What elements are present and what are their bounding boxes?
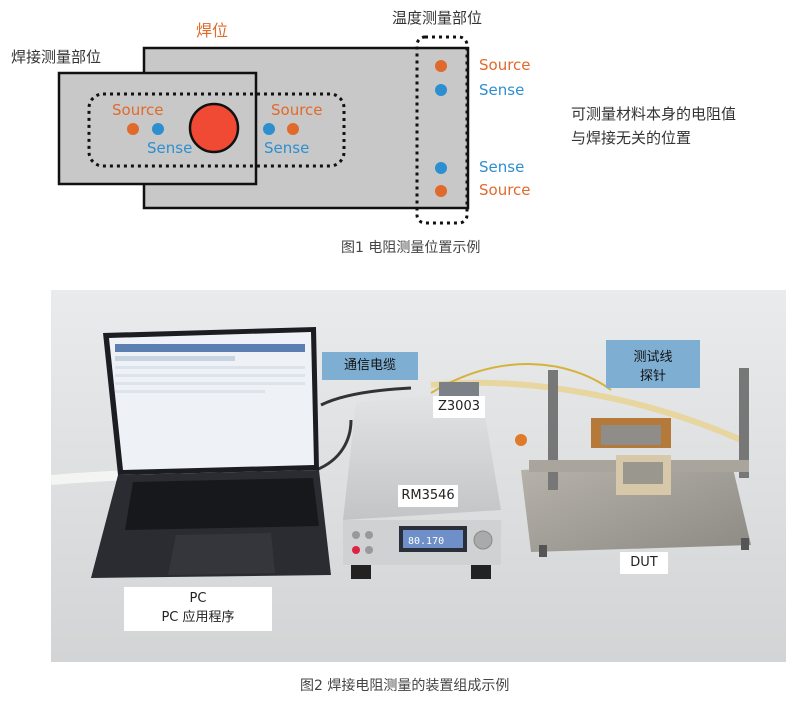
left-source-dot (127, 123, 139, 135)
meter-reading: 80.170 (408, 536, 444, 547)
tag-probe: 测试线 探针 (606, 340, 700, 388)
figure1-diagram (57, 35, 470, 225)
left-source-label: Source (112, 101, 164, 119)
figure1-caption: 图1 电阻测量位置示例 (341, 240, 481, 256)
rm3546-meter: 80.170 (343, 382, 501, 579)
temp-sense-top-label: Sense (479, 81, 525, 99)
figure2-caption: 图2 焊接电阻测量的装置组成示例 (300, 678, 510, 694)
right-sense-label: Sense (264, 139, 310, 157)
weld-measurement-region (87, 92, 346, 168)
label-weld: 焊位 (196, 21, 229, 40)
tag-pc-line1: PC (189, 591, 207, 606)
right-source-label: Source (271, 101, 323, 119)
label-temp-part: 温度测量部位 (392, 9, 483, 27)
right-sense-dot (263, 123, 275, 135)
temp-source-top-label: Source (479, 56, 531, 74)
temp-sense-top-dot (435, 84, 447, 96)
temp-sense-bottom-label: Sense (479, 158, 525, 176)
temp-source-bottom-dot (435, 185, 447, 197)
tag-pc: PC PC 应用程序 (124, 587, 272, 631)
tag-probe-line1: 测试线 (633, 350, 673, 365)
temp-source-top-dot (435, 60, 447, 72)
label-weld-part: 焊接测量部位 (11, 48, 102, 66)
left-sense-dot (152, 123, 164, 135)
temp-sense-bottom-dot (435, 162, 447, 174)
temp-measurement-region (415, 35, 469, 225)
tag-communication-cable: 通信电缆 (322, 352, 418, 380)
tag-z3003: Z3003 (433, 396, 485, 418)
tag-dut: DUT (620, 552, 668, 574)
left-sense-label: Sense (147, 139, 193, 157)
note-line1: 可测量材料本身的电阻值 (571, 105, 737, 123)
dut-fixture (515, 368, 751, 557)
weld-spot (188, 102, 240, 154)
tag-probe-line2: 探针 (639, 369, 666, 384)
tag-pc-line2: PC 应用程序 (161, 610, 235, 625)
laptop (91, 327, 331, 578)
tag-rm3546: RM3546 (398, 485, 458, 507)
note-line2: 与焊接无关的位置 (571, 129, 692, 147)
right-source-dot (287, 123, 299, 135)
temp-source-bottom-label: Source (479, 181, 531, 199)
